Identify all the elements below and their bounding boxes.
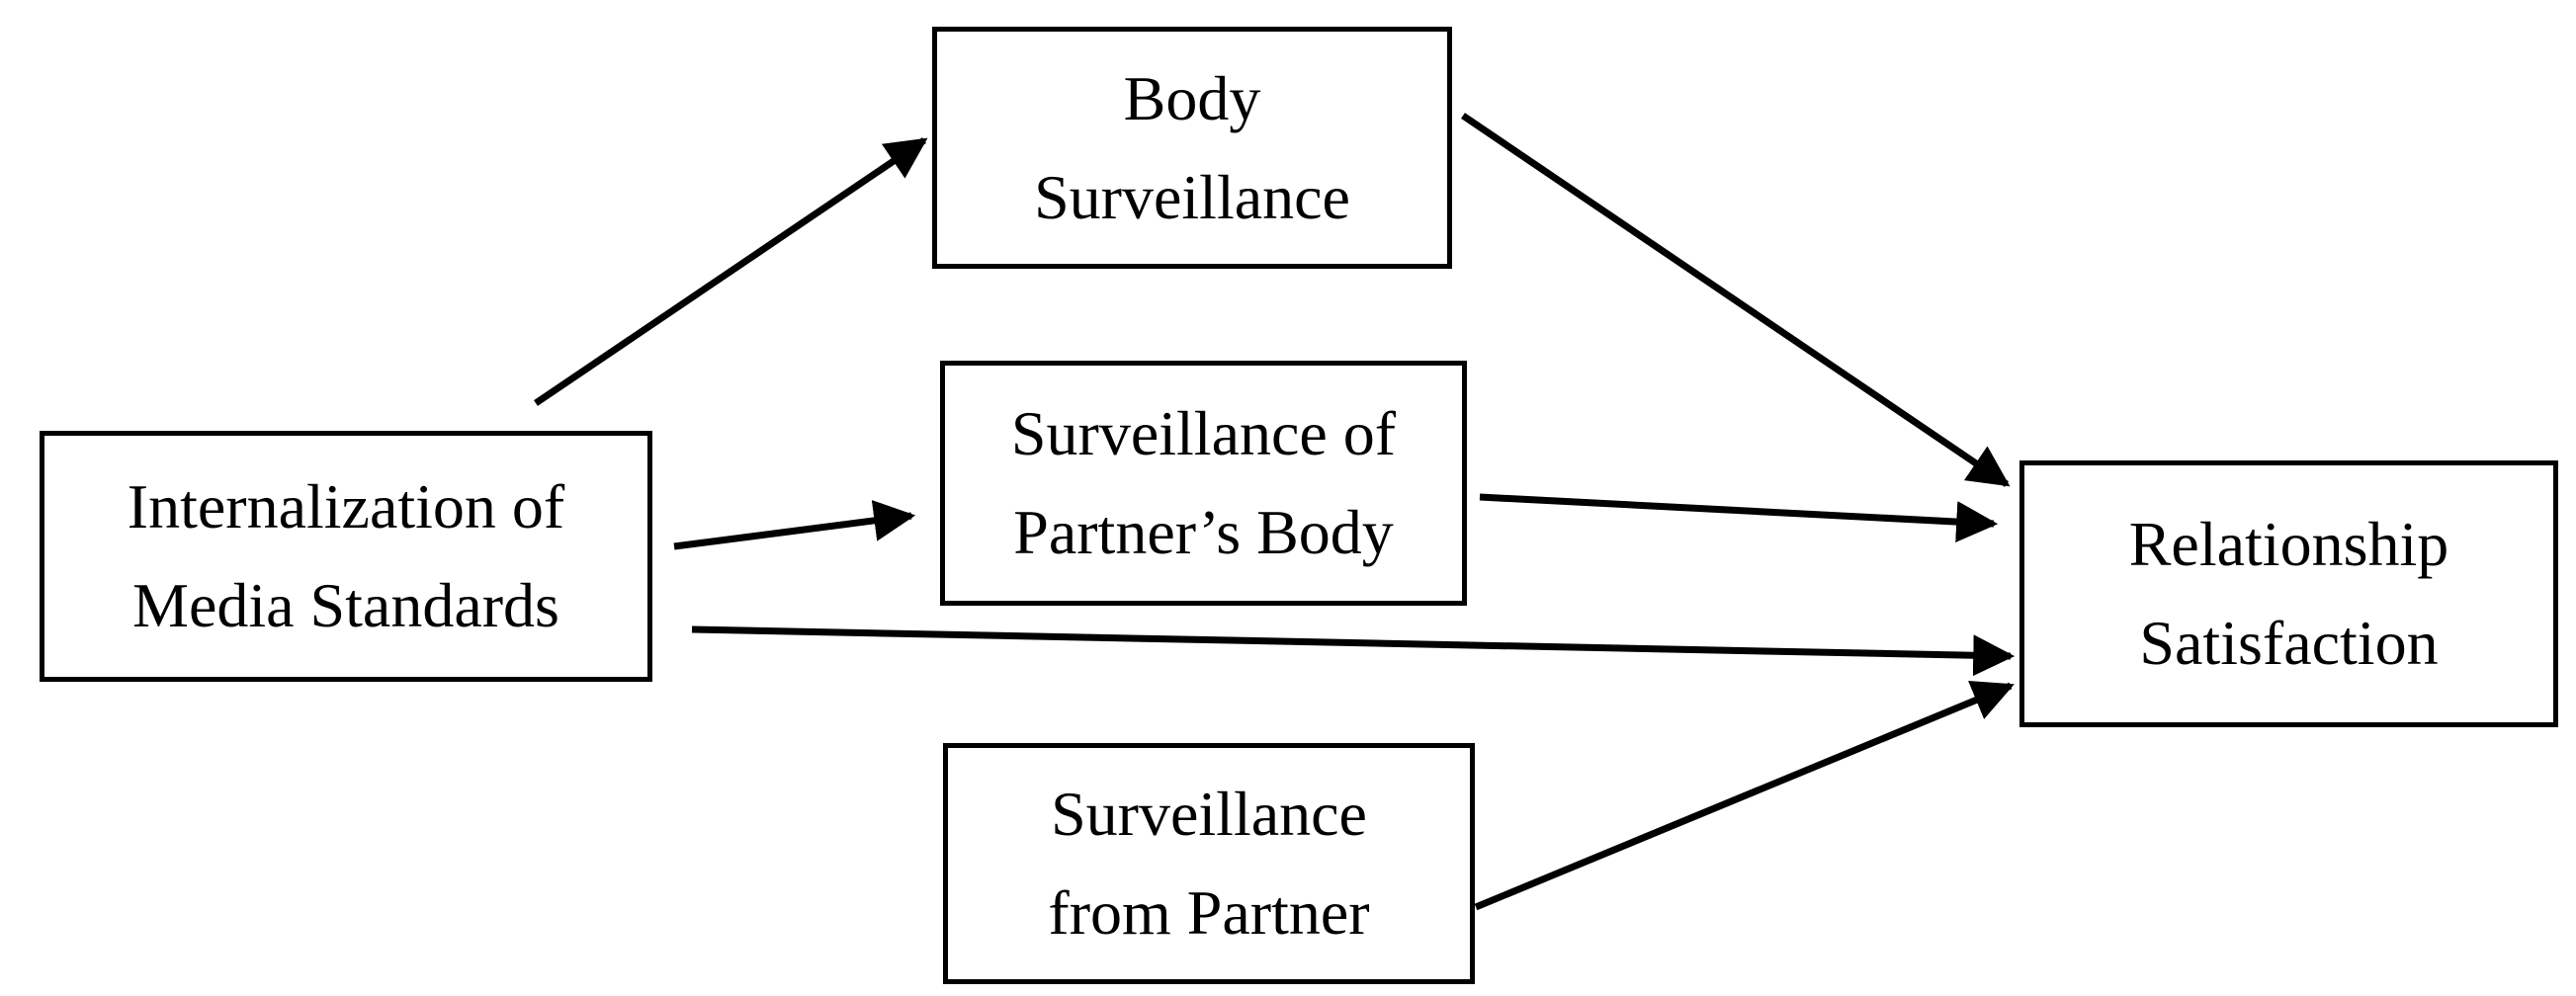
arrow-surveillance-partner-body-to-relationship-satisfaction <box>1479 493 1999 543</box>
node-label-line-2: Media Standards <box>132 570 559 640</box>
node-label-line-1: Surveillance of <box>1010 398 1397 468</box>
node-label-line-2: Satisfaction <box>2139 608 2439 678</box>
arrow-internalization-to-surveillance-partner-body <box>673 500 916 550</box>
arrow-body-surveillance-to-relationship-satisfaction <box>1461 113 2011 487</box>
arrow-internalization-to-relationship-satisfaction <box>691 625 2016 677</box>
node-label-line-1: Relationship <box>2128 509 2449 579</box>
node-label-line-1: Body <box>1123 62 1261 133</box>
node-surveillance-of-partners-body: Surveillance of Partner’s Body <box>940 361 1467 606</box>
node-label-line-1: Internalization of <box>127 471 565 541</box>
arrow-internalization-to-body-surveillance <box>534 137 928 406</box>
node-label-line-1: Surveillance <box>1051 779 1367 849</box>
node-body-surveillance: Body Surveillance <box>932 27 1452 269</box>
node-surveillance-from-partner: Surveillance from Partner <box>943 743 1475 984</box>
node-internalization-of-media-standards: Internalization of Media Standards <box>40 431 652 682</box>
arrow-surveillance-from-partner-to-relationship-satisfaction <box>1474 681 2015 911</box>
node-label-line-2: Surveillance <box>1034 161 1350 232</box>
node-label-line-2: from Partner <box>1048 877 1370 948</box>
node-relationship-satisfaction: Relationship Satisfaction <box>2019 460 2558 727</box>
node-label-line-2: Partner’s Body <box>1013 497 1394 567</box>
